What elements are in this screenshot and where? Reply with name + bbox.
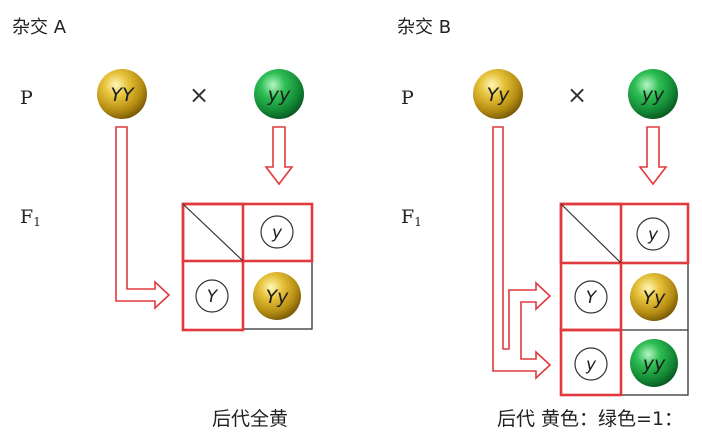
cross-b-offspring-2-genotype: yy [642,353,666,375]
cross-b-parent2-pea: yy [628,69,678,119]
cross-b-gamete-left-2: y [585,355,597,375]
cross-a-cross-symbol: × [189,81,209,109]
cross-a-f1-label: F1 [20,206,41,229]
cross-a-caption: 后代全黄 [212,408,288,430]
cross-a-arrow-left [115,126,171,310]
cross-a-arrow-down [264,126,294,186]
cross-b-parent1-genotype: Yy [487,84,511,106]
cross-b-arrow-branch [492,126,552,380]
cross-b-offspring-1-genotype: Yy [643,287,667,309]
cross-a-parent1-pea: YY [97,69,147,119]
cross-b-punnett-square: y Y y Yy yy [559,202,690,397]
cross-b-f1-label: F1 [401,206,422,229]
cross-a-p-label: P [20,87,33,109]
cross-a-punnett-square: y Y Yy [181,202,314,332]
cross-a-parent2-pea: yy [254,69,304,119]
cross-b-gamete-left-1: Y [586,288,598,308]
cross-a-offspring-genotype: Yy [266,286,290,308]
cross-a: 杂交 A P F1 YY × yy y Y [12,17,314,430]
cross-b-offspring-1-pea: Yy [630,273,678,321]
cross-b-gamete-top: y [647,225,659,245]
cross-a-parent1-genotype: YY [110,84,135,106]
cross-b-offspring-2-pea: yy [630,339,678,387]
cross-b-cross-symbol: × [567,81,587,109]
cross-b: 杂交 B P F1 Yy × yy y Y [397,17,690,430]
cross-b-title: 杂交 B [397,17,451,38]
cross-a-parent2-genotype: yy [267,84,291,106]
cross-b-p-label: P [401,87,414,109]
cross-b-arrow-down [638,126,668,186]
cross-a-gamete-left: Y [207,287,219,307]
cross-b-parent2-genotype: yy [641,84,665,106]
cross-a-gamete-top: y [271,223,283,243]
cross-a-offspring-pea: Yy [253,272,301,320]
cross-a-title: 杂交 A [12,17,67,38]
cross-b-caption: 后代 黄色：绿色=1： [497,408,683,430]
cross-b-parent1-pea: Yy [473,69,523,119]
